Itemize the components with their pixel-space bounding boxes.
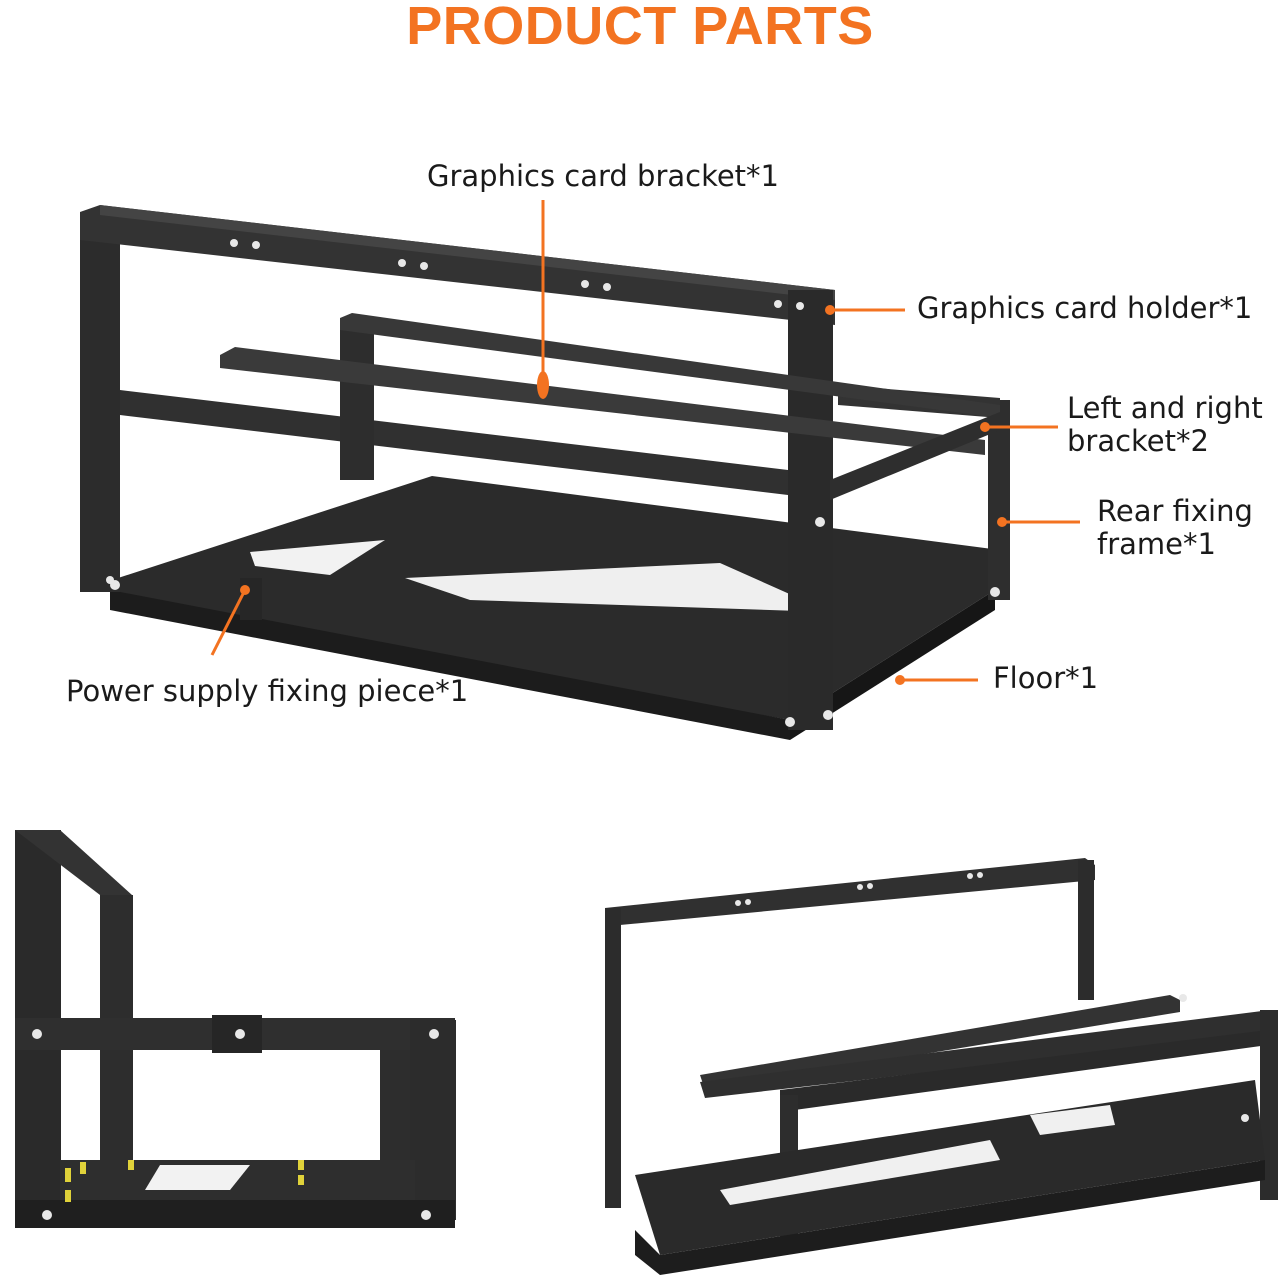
floor-cutout-small [250, 540, 385, 575]
label-power-supply-fixing-piece: Power supply fixing piece*1 [66, 674, 469, 708]
label-rear-fixing-frame-line2: frame*1 [1097, 527, 1216, 561]
floor-cutout-large [405, 563, 830, 612]
holder-top-bar [80, 205, 835, 325]
label-left-right-bracket-line1: Left and right [1067, 391, 1263, 425]
label-graphics-card-holder: Graphics card holder*1 [917, 291, 1253, 325]
label-graphics-card-bracket: Graphics card bracket*1 [427, 159, 780, 193]
leader-lines [210, 200, 1080, 685]
holder-mid-bar [120, 390, 788, 495]
main-rig-illustration [80, 205, 1010, 740]
side-view-illustration [15, 830, 456, 1228]
power-supply-fixing-piece [240, 578, 262, 620]
bracket-bar-back [340, 313, 1000, 418]
page-title: PRODUCT PARTS [406, 0, 874, 56]
perspective-view-illustration [605, 858, 1278, 1275]
holder-left-post [80, 212, 120, 592]
label-rear-fixing-frame-line1: Rear fixing [1097, 494, 1253, 528]
left-right-bracket [830, 412, 1000, 500]
label-left-right-bracket-line2: bracket*2 [1067, 424, 1209, 458]
rear-frame-post [988, 400, 1010, 600]
bracket-bar-front [220, 347, 985, 455]
holder-right-post [788, 290, 833, 730]
label-floor: Floor*1 [993, 661, 1099, 695]
